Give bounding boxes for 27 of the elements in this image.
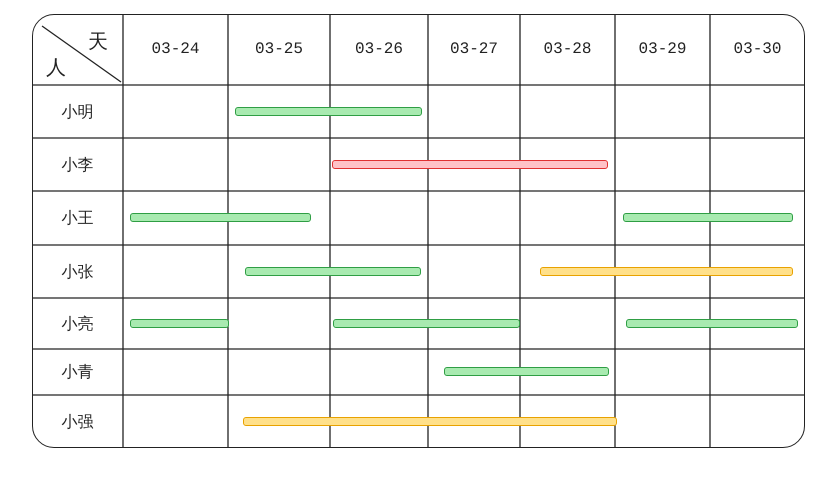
schedule-bar xyxy=(626,318,798,328)
schedule-bar xyxy=(540,266,793,276)
person-name: 小张 xyxy=(60,261,94,283)
date-header: 03-26 xyxy=(354,39,404,60)
person-name: 小亮 xyxy=(60,313,94,335)
schedule-bar xyxy=(130,318,229,328)
person-name: 小李 xyxy=(60,154,94,176)
schedule-bar xyxy=(130,213,311,222)
schedule-bar xyxy=(235,106,422,116)
person-name: 小明 xyxy=(60,101,94,123)
date-header: 03-30 xyxy=(732,39,782,60)
person-name: 小王 xyxy=(60,207,94,229)
schedule-bar xyxy=(332,160,608,168)
schedule-bar xyxy=(444,367,609,376)
date-header: 03-24 xyxy=(150,39,200,60)
person-name: 小青 xyxy=(60,361,94,383)
date-header: 03-25 xyxy=(254,39,304,60)
schedule-bar xyxy=(333,318,520,328)
date-header: 03-28 xyxy=(542,39,592,60)
schedule-bar xyxy=(245,266,421,276)
date-header: 03-29 xyxy=(637,39,688,60)
date-header: 03-27 xyxy=(448,39,499,60)
person-name: 小强 xyxy=(60,411,94,433)
schedule-bar xyxy=(243,416,617,426)
column-axis-label: 天 xyxy=(88,28,108,55)
schedule-bar xyxy=(623,213,793,222)
row-axis-label: 人 xyxy=(46,54,66,81)
